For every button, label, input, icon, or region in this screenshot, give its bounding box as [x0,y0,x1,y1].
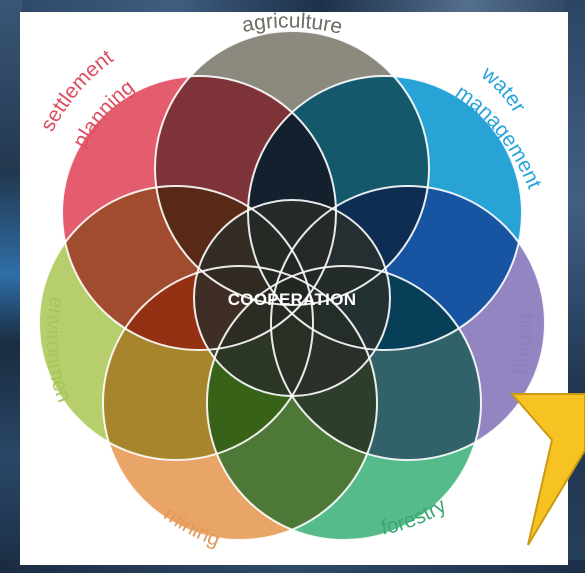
outline-mining [102,265,378,541]
outline-forestry [206,265,482,541]
yellow-arrow-shape [509,393,585,546]
label-fishing: fishing [510,312,538,377]
outline-center [193,199,391,397]
center-disc [194,200,390,396]
outline-water-management [247,75,523,351]
background-photo-left [0,0,22,573]
outline-settlement-planning [61,75,337,351]
outline-environment [38,185,314,461]
petal-outlines [38,30,546,541]
outline-fishing [270,185,546,461]
outline-agriculture [154,30,430,306]
center-label: COOPERATION [228,290,357,309]
